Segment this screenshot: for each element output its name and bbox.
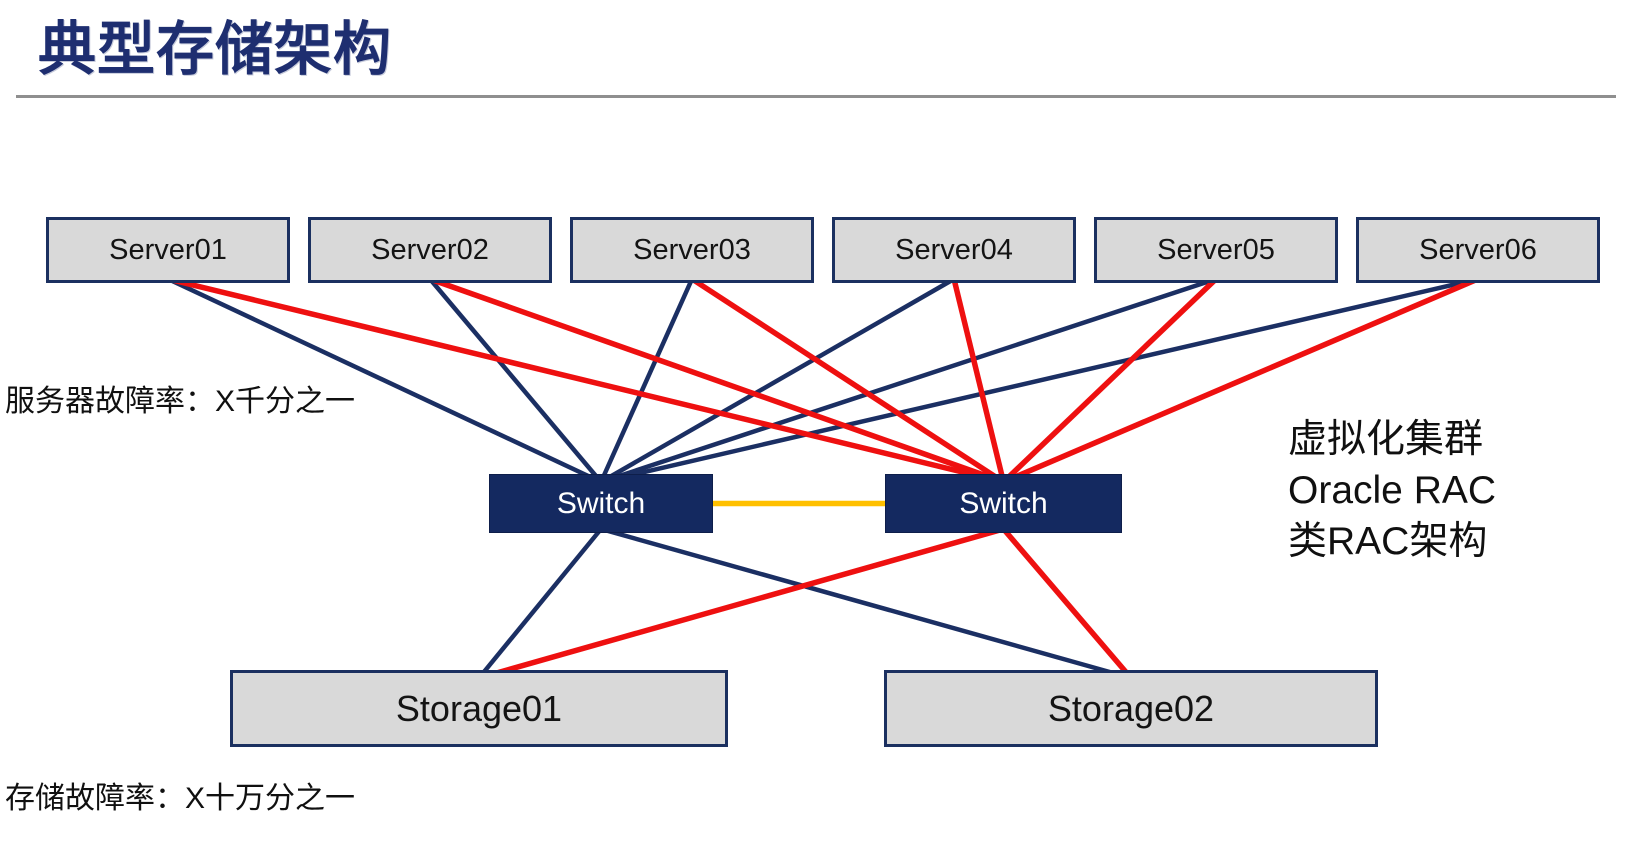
link-server05-switch2 [1001,277,1218,484]
storage01-box: Storage01 [230,670,728,747]
storage02-label: Storage02 [1047,687,1215,729]
storage01-label: Storage01 [395,687,563,729]
cluster-note-line2: Oracle RAC [1288,469,1497,512]
server06-box: Server06 [1356,217,1600,283]
link-server06-switch2 [1002,276,1480,485]
switch-left-label: Switch [556,486,646,520]
link-switch2-storage01 [478,526,1005,681]
switch-left-box: Switch [489,474,713,533]
server01-label: Server01 [109,233,227,266]
cluster-note-line1: 虚拟化集群 [1288,418,1484,461]
server03-box: Server03 [570,217,814,283]
link-switch2-storage02 [1001,527,1134,680]
server-failure-rate-note: 服务器故障率：X千分之一 [5,385,356,418]
storage-failure-rate-note: 存储故障率：X十万分之一 [5,782,356,815]
title-divider [16,95,1616,98]
cluster-note-line3: 类RAC架构 [1288,520,1488,563]
link-server03-switch2 [690,276,1006,485]
server06-label: Server06 [1419,233,1537,266]
link-server04-switch1 [599,277,956,484]
link-switch1-storage01 [477,527,603,680]
link-server01-switch2 [167,276,1005,485]
switch-right-box: Switch [885,474,1122,533]
link-server05-switch1 [600,276,1217,485]
link-server02-switch2 [429,276,1005,485]
link-server02-switch1 [428,277,603,484]
server04-label: Server04 [895,233,1013,266]
storage02-box: Storage02 [884,670,1378,747]
link-server01-switch1 [167,276,602,485]
link-server03-switch1 [598,278,695,483]
server01-box: Server01 [46,217,290,283]
page-title: 典型存储架构 [38,17,393,82]
cluster-note: 虚拟化集群 Oracle RAC 类RAC架构 [1288,414,1496,567]
link-server04-switch2 [951,278,1007,483]
server02-label: Server02 [371,233,489,266]
server05-label: Server05 [1157,233,1275,266]
switch-right-label: Switch [959,486,1048,520]
server04-box: Server04 [832,217,1076,283]
link-server06-switch1 [600,276,1479,485]
server05-box: Server05 [1094,217,1338,283]
server03-label: Server03 [633,233,751,266]
link-switch1-storage02 [600,526,1132,681]
server02-box: Server02 [308,217,552,283]
